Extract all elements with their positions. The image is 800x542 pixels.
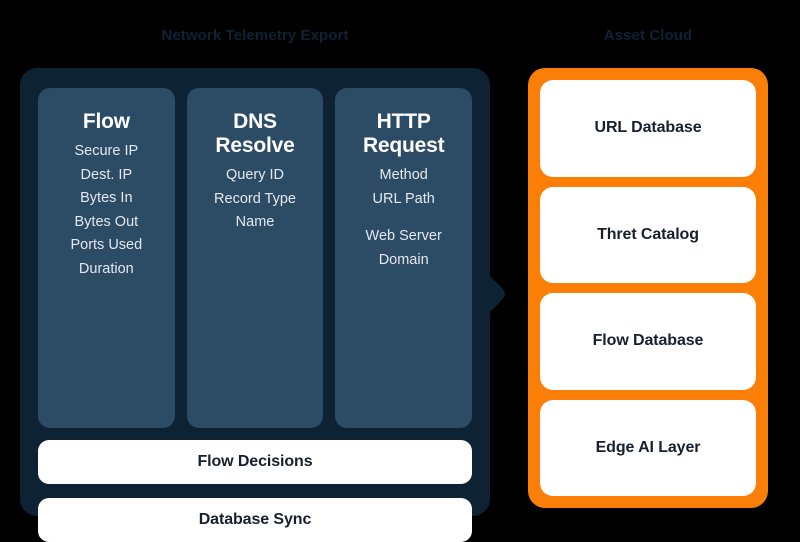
arrow-right-icon (486, 272, 505, 316)
telemetry-card-http-request[interactable]: HTTP Request Method URL Path Web Server … (335, 88, 473, 428)
telemetry-bar-label: Flow Decisions (197, 453, 313, 470)
asset-card-label: URL Database (594, 119, 702, 137)
field-item: Bytes In (80, 190, 133, 207)
asset-card-label: Flow Database (592, 332, 704, 350)
asset-cloud-section-title: Asset Cloud (603, 27, 693, 44)
title-line: HTTP (376, 110, 431, 133)
telemetry-bar-database-sync[interactable]: Database Sync (38, 498, 472, 542)
field-item: Method (379, 167, 428, 184)
telemetry-section-title: Network Telemetry Export (161, 27, 349, 44)
network-telemetry-export-panel: Flow Secure IP Dest. IP Bytes In Bytes O… (20, 68, 490, 542)
asset-card-flow-database[interactable]: Flow Database (540, 293, 756, 390)
title-line: Flow (82, 110, 130, 133)
telemetry-card-http-request-title: HTTP Request (362, 110, 445, 158)
field-item: Domain (378, 251, 429, 268)
title-line: Request (362, 134, 445, 158)
asset-card-thret-catalog[interactable]: Thret Catalog (540, 186, 756, 283)
field-item: Bytes Out (74, 213, 139, 230)
field-item: Secure IP (74, 143, 139, 160)
asset-card-label: Edge AI Layer (595, 438, 701, 456)
field-item: Web Server (365, 228, 442, 245)
telemetry-bar-flow-decisions[interactable]: Flow Decisions (38, 440, 472, 484)
telemetry-card-dns-resolve-title: DNS Resolve (215, 110, 294, 158)
field-item: Query ID (226, 167, 285, 184)
title-line: DNS (233, 110, 277, 133)
telemetry-card-http-request-fields: Method URL Path Web Server Domain (366, 164, 442, 272)
telemetry-bar-label: Database Sync (198, 511, 312, 528)
field-item: Record Type (214, 190, 296, 207)
asset-card-url-database[interactable]: URL Database (540, 80, 756, 177)
field-item: Dest. IP (80, 166, 133, 183)
field-item: Name (235, 214, 275, 231)
field-item: Duration (78, 260, 134, 277)
telemetry-card-dns-resolve[interactable]: DNS Resolve Query ID Record Type Name (186, 88, 324, 428)
field-item: Ports Used (70, 237, 143, 254)
telemetry-card-dns-resolve-fields: Query ID Record Type Name (214, 164, 296, 234)
telemetry-card-flow[interactable]: Flow Secure IP Dest. IP Bytes In Bytes O… (38, 88, 175, 428)
telemetry-card-flow-title: Flow (83, 110, 130, 134)
asset-cloud-panel: URL Database Thret Catalog Flow Database… (528, 68, 768, 508)
telemetry-columns-row: Flow Secure IP Dest. IP Bytes In Bytes O… (38, 88, 473, 428)
asset-card-label: Thret Catalog (597, 225, 699, 243)
asset-card-edge-ai-layer[interactable]: Edge AI Layer (540, 399, 756, 496)
field-item: URL Path (372, 190, 435, 207)
telemetry-card-flow-fields: Secure IP Dest. IP Bytes In Bytes Out Po… (70, 140, 142, 281)
title-line: Resolve (215, 134, 295, 158)
